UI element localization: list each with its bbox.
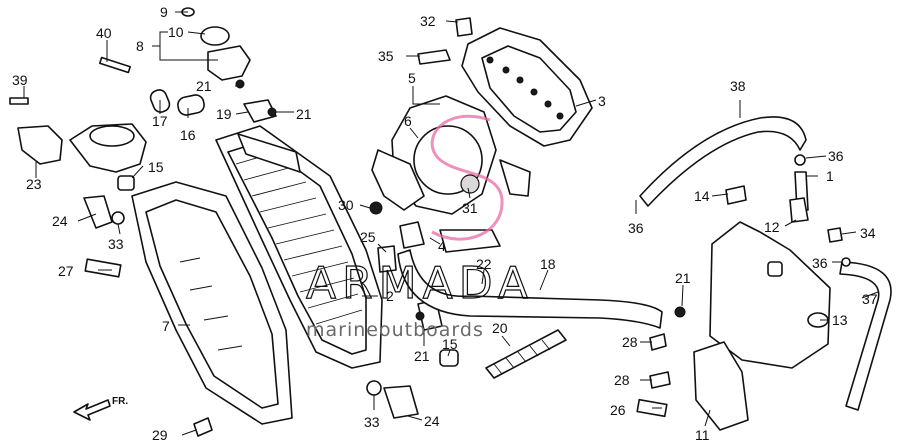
callout-10: 10 [168, 24, 184, 40]
callout-2: 2 [386, 288, 394, 304]
callout-21d: 21 [675, 270, 691, 286]
callout-12: 12 [764, 219, 780, 235]
callout-35: 35 [378, 48, 394, 64]
callout-8: 8 [136, 38, 144, 54]
small-fittings [83, 89, 668, 419]
callout-21c: 21 [414, 348, 430, 364]
callout-15b: 15 [442, 336, 458, 352]
callout-28a: 28 [622, 334, 638, 350]
callout-1: 1 [826, 168, 834, 184]
callout-24b: 24 [424, 413, 440, 429]
callout-7: 7 [162, 318, 170, 334]
callout-32: 32 [420, 13, 436, 29]
callout-18: 18 [540, 256, 556, 272]
watermark: ARMADA marineoutboards [305, 114, 534, 341]
callout-36b: 36 [828, 148, 844, 164]
callout-6: 6 [404, 113, 412, 129]
fan-shroud [461, 27, 593, 147]
callout-15a: 15 [148, 159, 164, 175]
thermostat-housing [9, 97, 147, 173]
spring [485, 329, 567, 379]
callout-21a: 21 [196, 78, 212, 94]
callout-23: 23 [26, 176, 42, 192]
callout-labels: 1 2 3 4 5 6 7 8 9 10 11 12 13 14 15 15 1… [12, 4, 878, 443]
leader-lines [23, 11, 879, 436]
hoses [397, 116, 892, 411]
callout-13: 13 [832, 312, 848, 328]
callout-30: 30 [338, 197, 354, 213]
fan-motor [371, 95, 531, 215]
callout-26: 26 [610, 402, 626, 418]
radiator-core [215, 125, 383, 369]
callout-5: 5 [408, 70, 416, 86]
callout-36a: 36 [628, 220, 644, 236]
watermark-brand: ARMADA [306, 258, 534, 309]
callout-34: 34 [860, 225, 876, 241]
callout-9: 9 [160, 4, 168, 20]
reserve-tank [693, 221, 831, 431]
front-direction-label: FR. [112, 396, 128, 407]
callout-25: 25 [360, 229, 376, 245]
callout-36c: 36 [812, 255, 828, 271]
callout-37: 37 [862, 291, 878, 307]
callout-39: 39 [12, 72, 28, 88]
callout-22: 22 [476, 256, 492, 272]
callout-20: 20 [492, 320, 508, 336]
callout-3: 3 [598, 93, 606, 109]
callout-31: 31 [462, 200, 478, 216]
callout-27: 27 [58, 263, 74, 279]
callout-17: 17 [152, 113, 168, 129]
callout-24a: 24 [52, 213, 68, 229]
callout-11: 11 [695, 427, 710, 443]
callout-33b: 33 [364, 414, 380, 430]
callout-21b: 21 [296, 106, 312, 122]
callout-14: 14 [694, 188, 710, 204]
callout-19: 19 [216, 106, 232, 122]
callout-38: 38 [730, 78, 746, 94]
radiator-cap [99, 7, 251, 81]
callout-28b: 28 [614, 372, 630, 388]
callout-33a: 33 [108, 236, 124, 252]
front-direction-arrow: FR. [73, 396, 128, 421]
radiator-shroud [131, 181, 293, 425]
callout-4: 4 [438, 238, 446, 254]
callout-40: 40 [96, 25, 112, 41]
callout-29: 29 [152, 427, 168, 443]
watermark-tagline: marineoutboards [306, 319, 484, 341]
callout-16: 16 [180, 127, 196, 143]
